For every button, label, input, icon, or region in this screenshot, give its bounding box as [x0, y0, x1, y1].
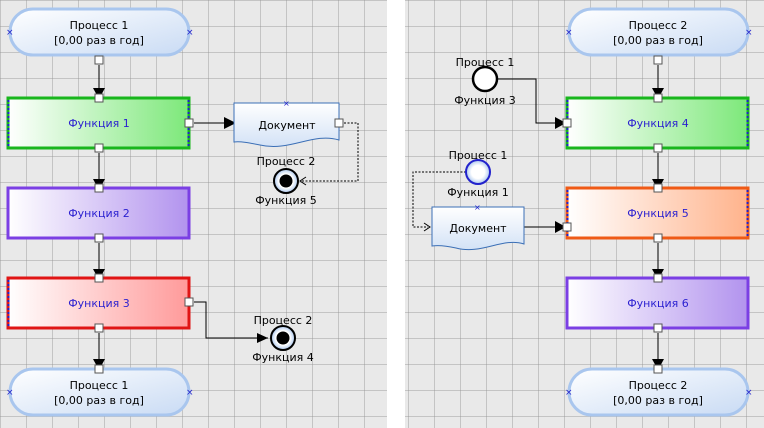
link-line — [498, 78, 556, 124]
connection-handle — [653, 93, 663, 103]
right-diagram: Процесс 2 [0,00 раз в год] × × Функция 4… — [412, 7, 753, 417]
document-shape[interactable]: Документ × — [431, 203, 525, 251]
connection-handle — [653, 183, 663, 193]
link-event-dot — [279, 174, 293, 188]
function-label: Функция 1 — [68, 117, 130, 130]
connection-handle — [94, 273, 104, 283]
connection-handle — [94, 233, 104, 243]
connection-handle — [184, 118, 194, 128]
anchor-mark: × — [565, 28, 573, 38]
process-link-2[interactable]: Процесс 1 Функция 1 — [447, 149, 509, 199]
arrowhead — [224, 117, 236, 129]
function-label: Функция 4 — [627, 117, 689, 130]
event-frequency: [0,00 раз в год] — [613, 34, 703, 47]
link-subtitle: Функция 5 — [255, 194, 317, 207]
event-title: Процесс 1 — [70, 19, 129, 32]
event-title: Процесс 1 — [70, 379, 129, 392]
link-title: Процесс 2 — [257, 155, 316, 168]
anchor-mark: × — [565, 388, 573, 398]
left-diagram-panel: Процесс 1 [0,00 раз в год] × × Функция 1… — [0, 0, 387, 428]
anchor-mark: × — [283, 99, 290, 108]
function-3[interactable]: Функция 3 — [6, 276, 191, 330]
right-connection-handles — [562, 55, 663, 374]
link-event-circle — [471, 65, 499, 93]
start-event[interactable]: Процесс 2 [0,00 раз в год] × × — [565, 7, 753, 57]
arrowhead — [257, 333, 268, 343]
anchor-mark: × — [6, 388, 14, 398]
connection-handle — [653, 273, 663, 283]
connection-handle — [562, 222, 572, 232]
function-1[interactable]: Функция 1 — [6, 96, 191, 150]
connection-handle — [94, 183, 104, 193]
left-connectors — [98, 65, 359, 361]
right-connectors — [412, 65, 659, 361]
function-label: Функция 5 — [627, 207, 689, 220]
event-frequency: [0,00 раз в год] — [54, 394, 144, 407]
function-6[interactable]: Функция 6 — [565, 276, 750, 330]
event-frequency: [0,00 раз в год] — [613, 394, 703, 407]
function-5[interactable]: Функция 5 — [565, 186, 750, 240]
link-title: Процесс 2 — [254, 314, 313, 327]
left-connection-handles — [94, 55, 344, 374]
connection-handle — [653, 143, 663, 153]
end-event[interactable]: Процесс 1 [0,00 раз в год] × × — [6, 367, 194, 417]
function-2[interactable]: Функция 2 — [6, 186, 191, 240]
arrowhead — [555, 117, 566, 129]
connection-handle — [334, 118, 344, 128]
link-subtitle: Функция 1 — [447, 186, 509, 199]
function-label: Функция 2 — [68, 207, 130, 220]
link-line — [194, 301, 268, 339]
link-event-dot — [276, 331, 290, 345]
connection-handle — [184, 297, 194, 307]
left-diagram: Процесс 1 [0,00 раз в год] × × Функция 1… — [6, 7, 359, 417]
connection-handle — [94, 55, 104, 65]
start-event[interactable]: Процесс 1 [0,00 раз в год] × × — [6, 7, 194, 57]
connection-handle — [94, 323, 104, 333]
open-arrowhead — [423, 222, 431, 232]
connection-handle — [653, 323, 663, 333]
connection-handle — [562, 118, 572, 128]
anchor-mark: × — [745, 28, 753, 38]
event-title: Процесс 2 — [629, 379, 688, 392]
end-event[interactable]: Процесс 2 [0,00 раз в год] × × — [565, 367, 753, 417]
link-title: Процесс 1 — [456, 56, 515, 69]
link-subtitle: Функция 3 — [454, 94, 516, 107]
anchor-mark: × — [6, 28, 14, 38]
link-subtitle: Функция 4 — [252, 351, 314, 364]
link-title: Процесс 1 — [449, 149, 508, 162]
process-link-1[interactable]: Процесс 1 Функция 3 — [454, 56, 516, 107]
link-event-circle — [465, 159, 491, 185]
anchor-mark: × — [745, 388, 753, 398]
panel-divider — [387, 0, 405, 428]
function-label: Функция 6 — [627, 297, 689, 310]
connection-handle — [94, 143, 104, 153]
connection-handle — [653, 55, 663, 65]
right-diagram-panel: Процесс 2 [0,00 раз в год] × × Функция 4… — [405, 0, 764, 428]
connection-handle — [653, 364, 663, 374]
document-label: Документ — [258, 119, 316, 132]
function-4[interactable]: Функция 4 — [565, 96, 750, 150]
anchor-mark: × — [186, 388, 194, 398]
connection-handle — [653, 233, 663, 243]
anchor-mark: × — [186, 28, 194, 38]
anchor-mark: × — [474, 203, 481, 212]
process-link-2[interactable]: Процесс 2 Функция 4 — [252, 314, 314, 364]
connection-handle — [94, 364, 104, 374]
function-label: Функция 3 — [68, 297, 130, 310]
connection-handle — [94, 93, 104, 103]
dotted-link-line — [412, 171, 466, 228]
open-arrowhead — [299, 176, 307, 186]
dotted-link-line — [302, 122, 359, 182]
document-shape[interactable]: Документ × — [233, 99, 340, 147]
arrowhead — [555, 221, 566, 233]
process-link-1[interactable]: Процесс 2 Функция 5 — [255, 155, 317, 207]
event-title: Процесс 2 — [629, 19, 688, 32]
document-label: Документ — [449, 222, 507, 235]
event-frequency: [0,00 раз в год] — [54, 34, 144, 47]
